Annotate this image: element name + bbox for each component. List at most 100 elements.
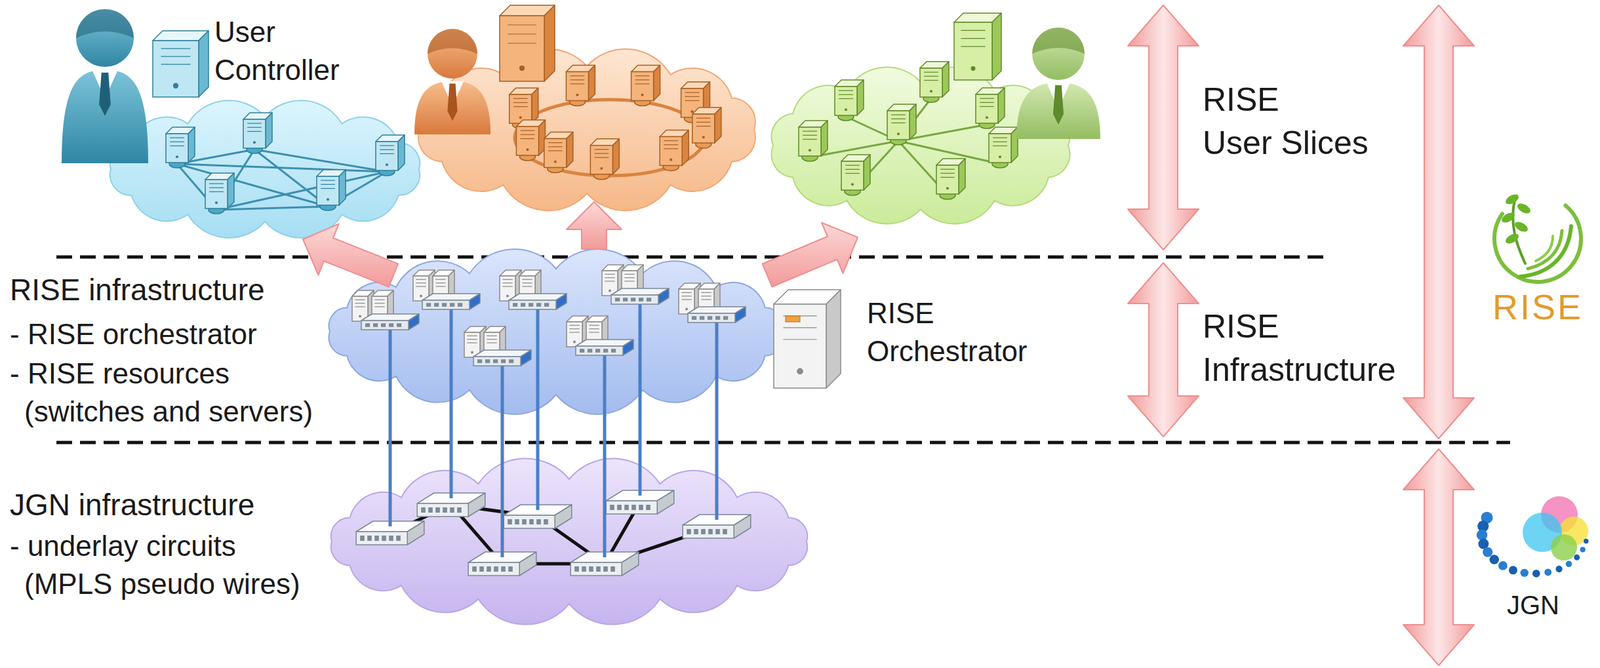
server-bay bbox=[161, 55, 191, 57]
server-side bbox=[398, 135, 405, 171]
server-bay bbox=[354, 306, 365, 307]
layer-divider bbox=[56, 255, 1327, 260]
server-bay bbox=[685, 96, 700, 98]
device-port bbox=[609, 504, 615, 511]
server-bay bbox=[845, 165, 860, 166]
server-bay bbox=[700, 295, 711, 297]
device-port bbox=[707, 316, 713, 320]
cloud bbox=[331, 458, 808, 625]
slice-arrow bbox=[566, 201, 622, 250]
server-bay bbox=[548, 142, 563, 143]
server-bay bbox=[696, 121, 711, 123]
server-bay bbox=[681, 299, 692, 300]
logo-circle bbox=[1550, 534, 1578, 561]
server-front bbox=[152, 40, 199, 98]
device-port bbox=[477, 359, 482, 364]
server-bay bbox=[209, 191, 224, 193]
server-bay bbox=[466, 342, 477, 343]
logo-leaf bbox=[1515, 201, 1532, 216]
device-port bbox=[631, 504, 637, 511]
server-bay bbox=[569, 328, 580, 330]
slice-link bbox=[254, 149, 387, 172]
server-bay bbox=[320, 188, 336, 189]
server-front bbox=[936, 165, 959, 195]
server-bay bbox=[891, 114, 906, 116]
server-bay bbox=[604, 274, 615, 275]
slice-link bbox=[177, 163, 328, 207]
device-front bbox=[570, 562, 622, 576]
server-bay bbox=[624, 280, 635, 282]
device-port bbox=[493, 566, 499, 572]
device-port bbox=[722, 529, 728, 535]
server-bay bbox=[435, 282, 446, 284]
server-bay bbox=[979, 106, 995, 107]
device-port bbox=[615, 297, 620, 302]
server-bay bbox=[681, 292, 692, 294]
server-bay bbox=[569, 331, 580, 333]
server-bay bbox=[169, 137, 185, 139]
server-bay bbox=[520, 134, 536, 136]
device-port bbox=[435, 507, 440, 513]
cloud bbox=[110, 100, 420, 238]
device-port bbox=[521, 519, 527, 525]
person-hair bbox=[427, 28, 478, 54]
server-bay bbox=[161, 47, 191, 49]
device-side bbox=[468, 493, 486, 517]
logo-dot bbox=[1520, 569, 1529, 578]
logo-ring bbox=[1494, 205, 1581, 282]
device-front bbox=[356, 531, 408, 545]
server-led bbox=[175, 155, 179, 159]
device-port bbox=[428, 507, 433, 513]
server-bay bbox=[960, 45, 985, 47]
device-port bbox=[528, 302, 534, 307]
device-port bbox=[536, 519, 541, 525]
server-bay bbox=[838, 94, 854, 96]
server-led bbox=[608, 289, 612, 292]
server-bay bbox=[782, 327, 817, 328]
layer-label: RISE Infrastructure bbox=[1202, 304, 1397, 392]
server-bay bbox=[161, 64, 191, 65]
server-front bbox=[887, 110, 910, 140]
server-led bbox=[554, 160, 557, 164]
server-led bbox=[358, 314, 362, 318]
device-port bbox=[367, 535, 372, 541]
server-bay bbox=[379, 153, 395, 155]
server-bay bbox=[247, 123, 262, 124]
server-bay bbox=[624, 277, 635, 279]
server-bay bbox=[700, 292, 711, 294]
server-bay bbox=[594, 152, 609, 154]
text-line: Infrastructure bbox=[1202, 351, 1397, 389]
device-port bbox=[610, 566, 616, 572]
server-bay bbox=[802, 131, 818, 132]
callout-label: RISE Orchestrator bbox=[866, 294, 1028, 371]
server-front bbox=[773, 304, 827, 389]
logo-swoosh bbox=[1527, 230, 1562, 269]
person-tie bbox=[99, 72, 111, 117]
device-port bbox=[507, 519, 513, 525]
device-port bbox=[581, 566, 587, 572]
device-port bbox=[645, 504, 651, 511]
server-bay bbox=[663, 144, 679, 145]
server-side bbox=[826, 289, 841, 389]
server-bay bbox=[374, 299, 385, 301]
logo-dot bbox=[1482, 547, 1493, 558]
server-bay bbox=[502, 285, 513, 287]
server-bay bbox=[588, 328, 599, 330]
server-led bbox=[796, 368, 804, 376]
server-side bbox=[265, 112, 273, 149]
device-port bbox=[508, 359, 514, 364]
server-bay bbox=[923, 76, 939, 77]
server-side bbox=[714, 107, 722, 143]
pseudo-wire bbox=[715, 321, 719, 520]
server-bay bbox=[486, 339, 497, 340]
server-side bbox=[544, 5, 555, 82]
server-side bbox=[531, 87, 539, 124]
device-port bbox=[449, 302, 455, 307]
server-bay bbox=[502, 282, 513, 284]
device-port bbox=[611, 348, 616, 353]
layer-item: - RISE orchestrator bbox=[9, 315, 258, 354]
server-led bbox=[851, 182, 854, 186]
server-front bbox=[692, 114, 715, 143]
server-bay bbox=[663, 148, 679, 149]
slice-link bbox=[216, 206, 328, 210]
